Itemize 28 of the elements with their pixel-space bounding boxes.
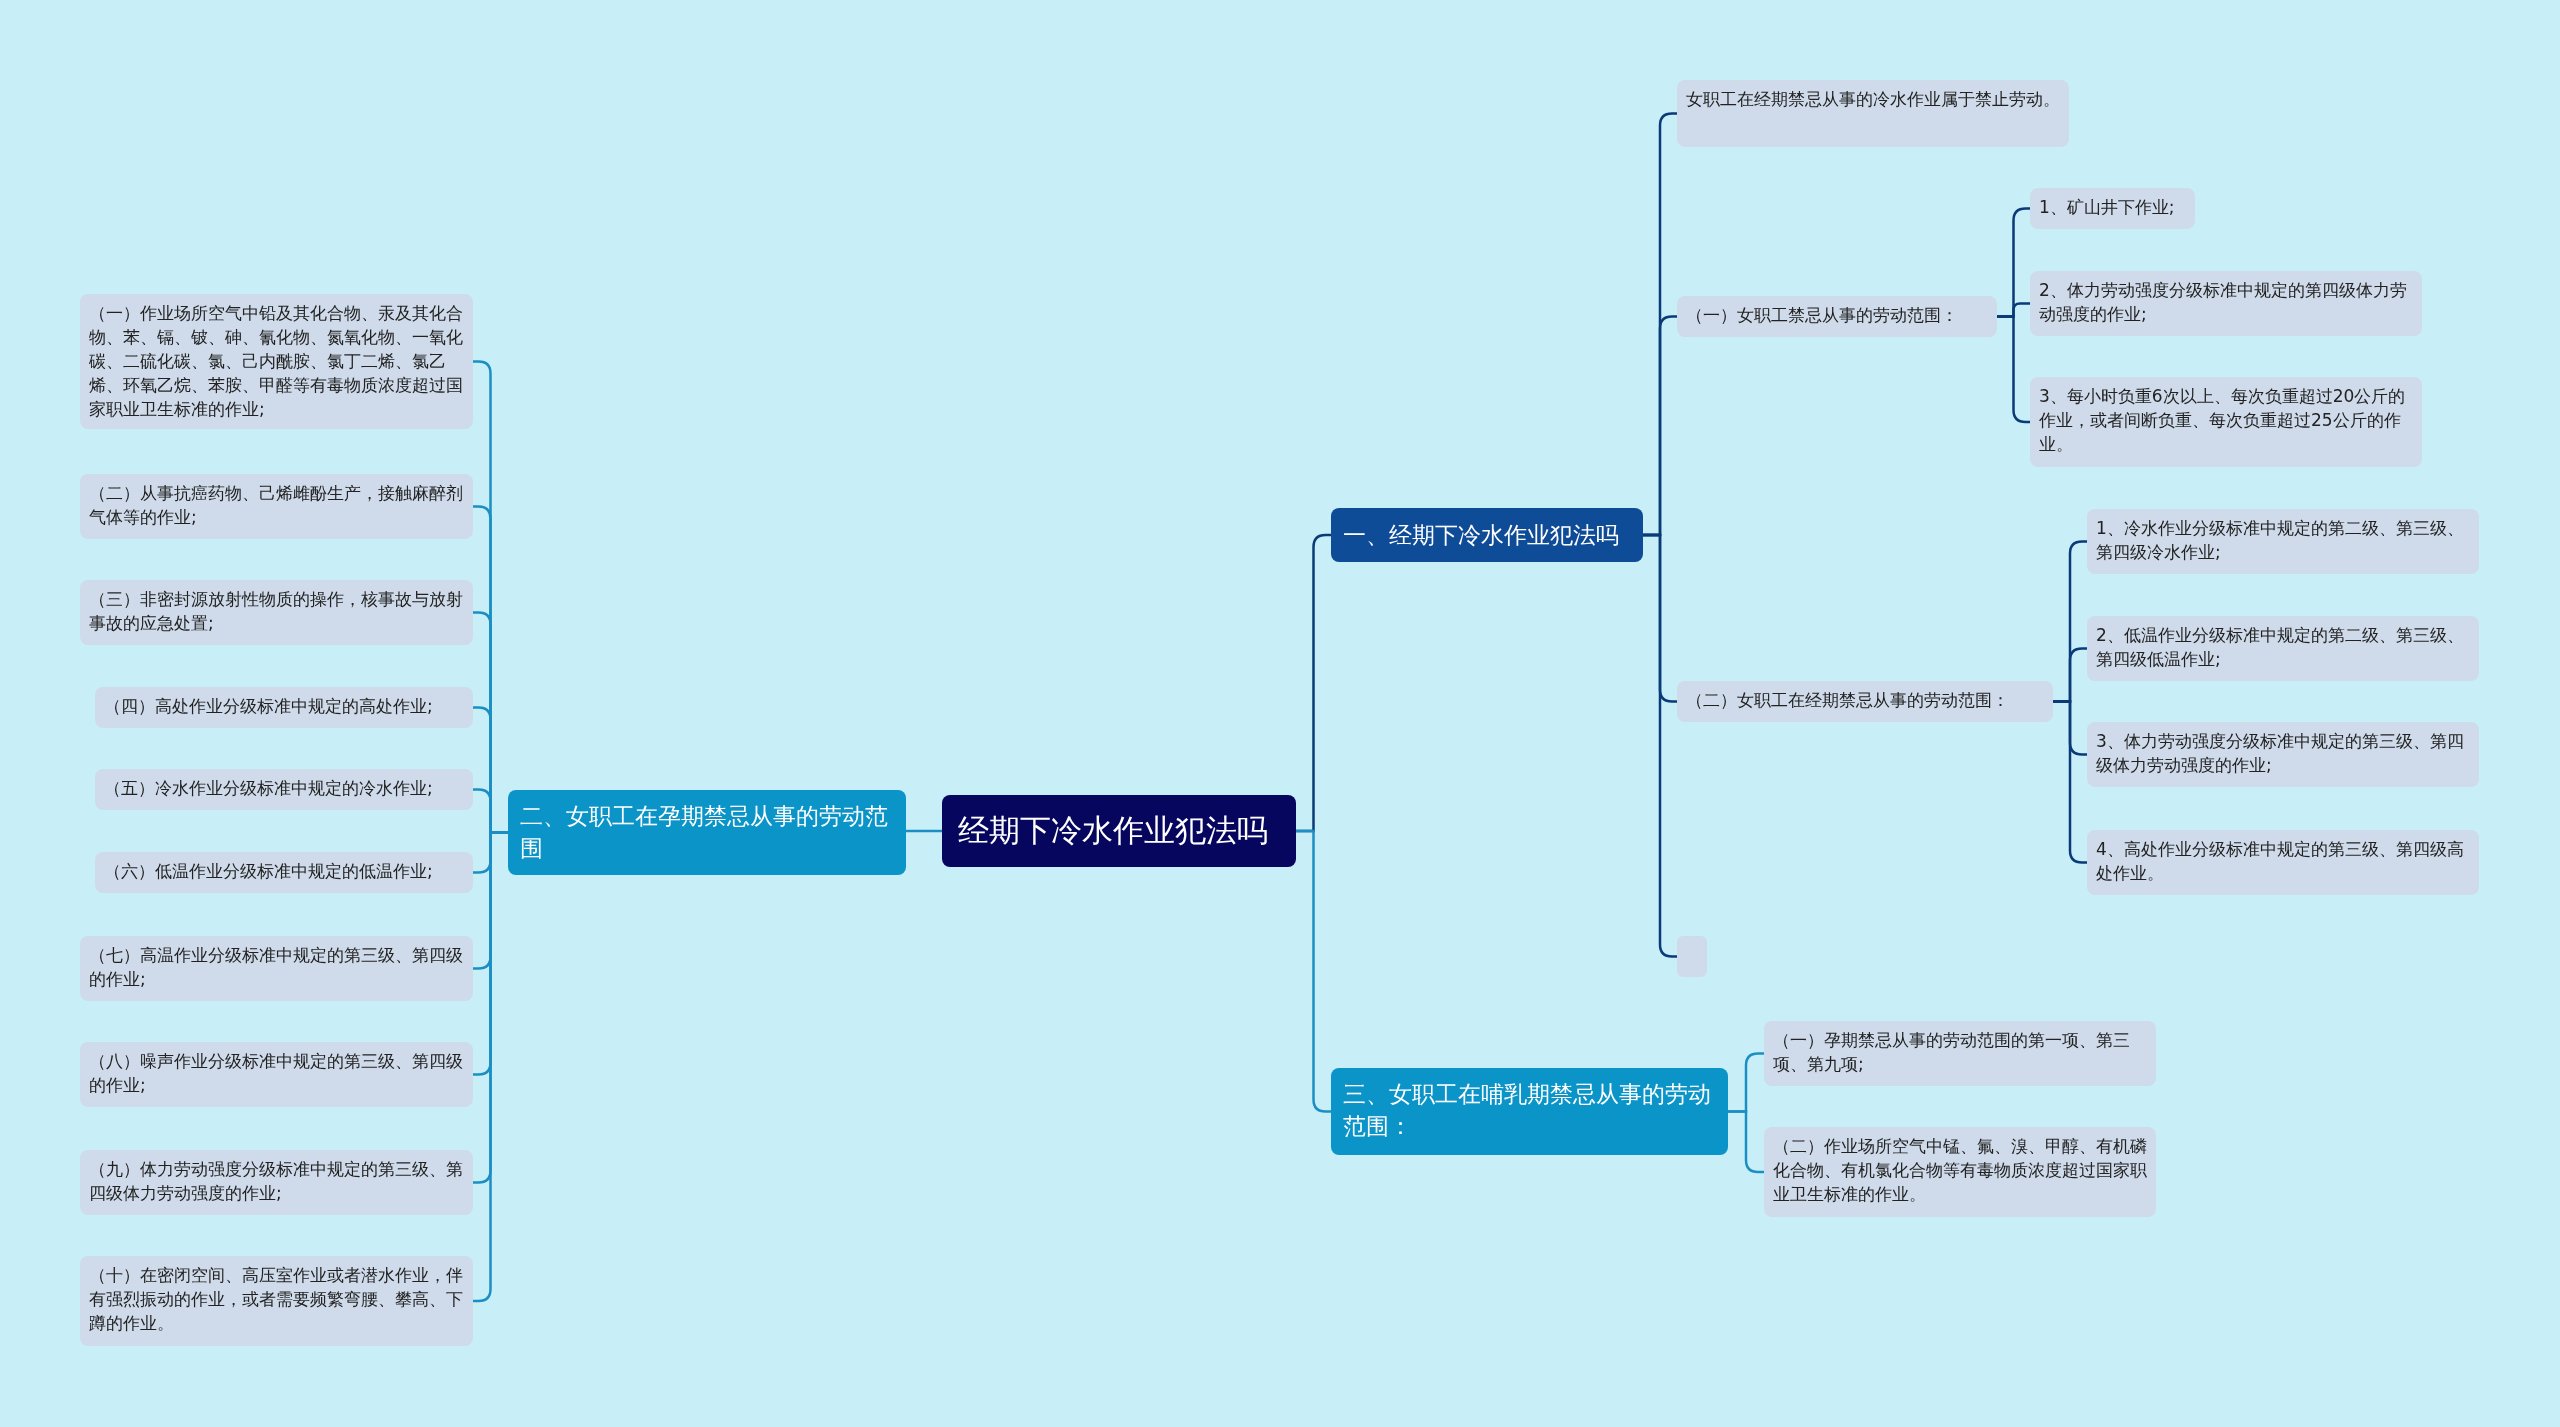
subtopic-box: （三）非密封源放射性物质的操作，核事故与放射事故的应急处置; — [80, 580, 473, 645]
subtopic-box: 2、低温作业分级标准中规定的第二级、第三级、第四级低温作业; — [2087, 616, 2479, 681]
subtopic-box: 女职工在经期禁忌从事的冷水作业属于禁止劳动。 — [1677, 80, 2069, 147]
subtopic-box: （十）在密闭空间、高压室作业或者潜水作业，伴有强烈振动的作业，或者需要频繁弯腰、攀高、下蹲的作业。 — [80, 1256, 473, 1346]
subtopic-box: 1、冷水作业分级标准中规定的第二级、第三级、第四级冷水作业; — [2087, 509, 2479, 574]
subtopic-box: （八）噪声作业分级标准中规定的第三级、第四级的作业; — [80, 1042, 473, 1107]
subtopic-box: （二）女职工在经期禁忌从事的劳动范围： — [1677, 681, 2053, 722]
subtopic-box: 3、每小时负重6次以上、每次负重超过20公斤的作业，或者间断负重、每次负重超过25公斤的作业。 — [2030, 377, 2422, 467]
branch-topic-box: 一、经期下冷水作业犯法吗 — [1331, 508, 1643, 562]
subtopic-box: （一）女职工禁忌从事的劳动范围： — [1677, 296, 1997, 337]
subtopic-box: 1、矿山井下作业; — [2030, 188, 2195, 229]
branch-topic-box: 三、女职工在哺乳期禁忌从事的劳动范围： — [1331, 1068, 1728, 1155]
subtopic-box: （九）体力劳动强度分级标准中规定的第三级、第四级体力劳动强度的作业; — [80, 1150, 473, 1215]
subtopic-box: （一）作业场所空气中铅及其化合物、汞及其化合物、苯、镉、铍、砷、氰化物、氮氧化物、一氧化碳、二硫化碳、氯、己内酰胺、氯丁二烯、氯乙烯、环氧乙烷、苯胺、甲醛等有毒物质浓度超过国家职业卫生标准的作业; — [80, 294, 473, 429]
subtopic-box: 3、体力劳动强度分级标准中规定的第三级、第四级体力劳动强度的作业; — [2087, 722, 2479, 787]
subtopic-box: （五）冷水作业分级标准中规定的冷水作业; — [95, 769, 473, 810]
subtopic-box: 4、高处作业分级标准中规定的第三级、第四级高处作业。 — [2087, 830, 2479, 895]
empty-box — [1677, 936, 1707, 977]
subtopic-box: （七）高温作业分级标准中规定的第三级、第四级的作业; — [80, 936, 473, 1001]
subtopic-box: （六）低温作业分级标准中规定的低温作业; — [95, 852, 473, 893]
subtopic-box: （一）孕期禁忌从事的劳动范围的第一项、第三项、第九项; — [1764, 1021, 2156, 1086]
subtopic-box: 2、体力劳动强度分级标准中规定的第四级体力劳动强度的作业; — [2030, 271, 2422, 336]
central-topic-box: 经期下冷水作业犯法吗 — [942, 795, 1296, 867]
connector-line — [906, 829, 942, 833]
subtopic-box: （二）作业场所空气中锰、氟、溴、甲醇、有机磷化合物、有机氯化合物等有毒物质浓度超过国家职业卫生标准的作业。 — [1764, 1127, 2156, 1217]
subtopic-box: （二）从事抗癌药物、己烯雌酚生产，接触麻醉剂气体等的作业; — [80, 474, 473, 539]
branch-topic-box: 二、女职工在孕期禁忌从事的劳动范围 — [508, 790, 906, 875]
subtopic-box: （四）高处作业分级标准中规定的高处作业; — [95, 687, 473, 728]
